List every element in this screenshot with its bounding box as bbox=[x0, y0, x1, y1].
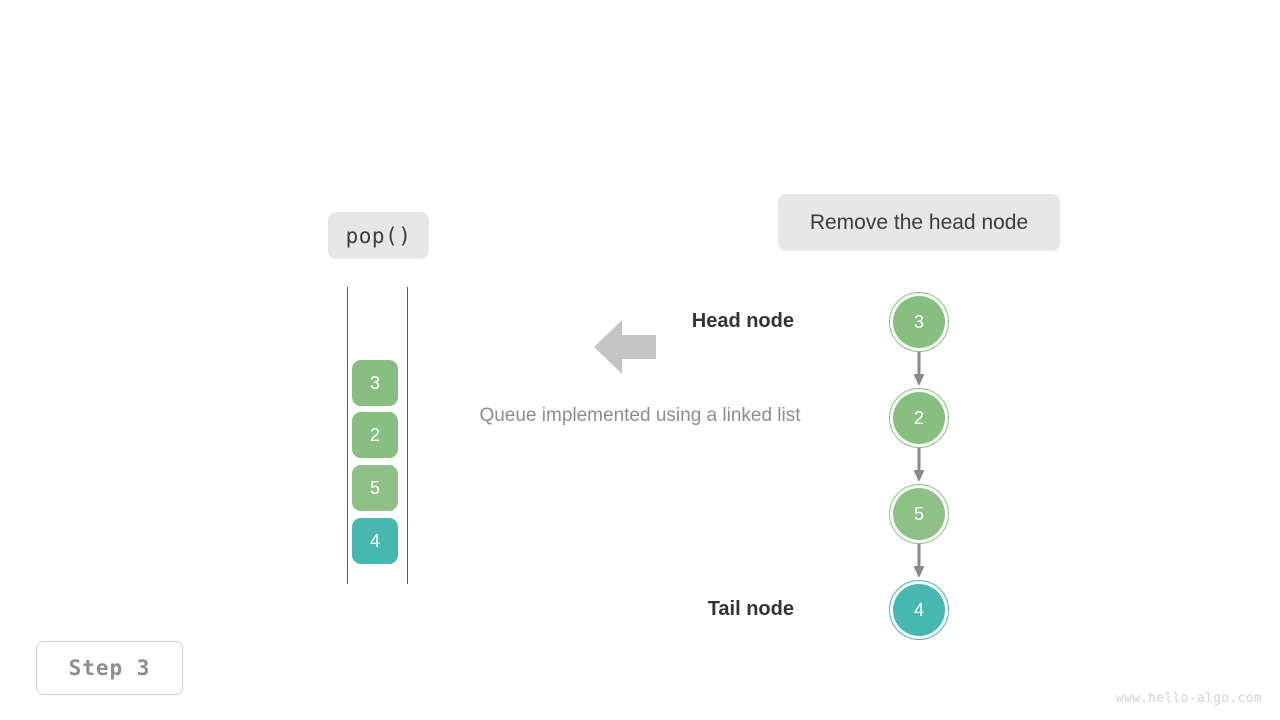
operation-description-badge: Remove the head node bbox=[778, 194, 1060, 251]
list-node: 3 bbox=[889, 292, 949, 352]
link-arrow-icon bbox=[913, 544, 925, 578]
node-value: 2 bbox=[913, 408, 924, 428]
queue-rail-right bbox=[407, 287, 408, 584]
node-value: 4 bbox=[913, 600, 924, 620]
node-disc: 5 bbox=[893, 488, 945, 540]
node-value: 5 bbox=[913, 504, 924, 524]
operation-badge: pop() bbox=[328, 212, 429, 259]
node-ring bbox=[889, 580, 949, 640]
caption-text: Queue implemented using a linked list bbox=[479, 405, 801, 426]
queue-item: 2 bbox=[352, 412, 398, 458]
node-ring bbox=[889, 292, 949, 352]
queue-column: 3 2 5 4 bbox=[340, 285, 412, 585]
node-value: 3 bbox=[913, 312, 924, 332]
list-node: 5 bbox=[889, 484, 949, 544]
left-arrow-icon bbox=[594, 320, 656, 374]
node-disc: 2 bbox=[893, 392, 945, 444]
link-arrow-icon bbox=[913, 448, 925, 482]
tail-node-label: Tail node bbox=[707, 598, 794, 620]
step-indicator: Step 3 bbox=[36, 641, 183, 695]
queue-item: 4 bbox=[352, 518, 398, 564]
node-ring bbox=[889, 484, 949, 544]
list-node: 2 bbox=[889, 388, 949, 448]
queue-rail-left bbox=[347, 287, 348, 584]
watermark-text: www.hello-algo.com bbox=[1115, 691, 1262, 706]
head-node-label: Head node bbox=[691, 310, 794, 332]
linked-list-diagram: Head node Tail node 3 2 bbox=[692, 285, 960, 645]
node-disc: 3 bbox=[893, 296, 945, 348]
node-disc: 4 bbox=[893, 584, 945, 636]
link-arrow-icon bbox=[913, 352, 925, 386]
node-ring bbox=[889, 388, 949, 448]
queue-item: 3 bbox=[352, 360, 398, 406]
queue-item: 5 bbox=[352, 465, 398, 511]
list-node: 4 bbox=[889, 580, 949, 640]
